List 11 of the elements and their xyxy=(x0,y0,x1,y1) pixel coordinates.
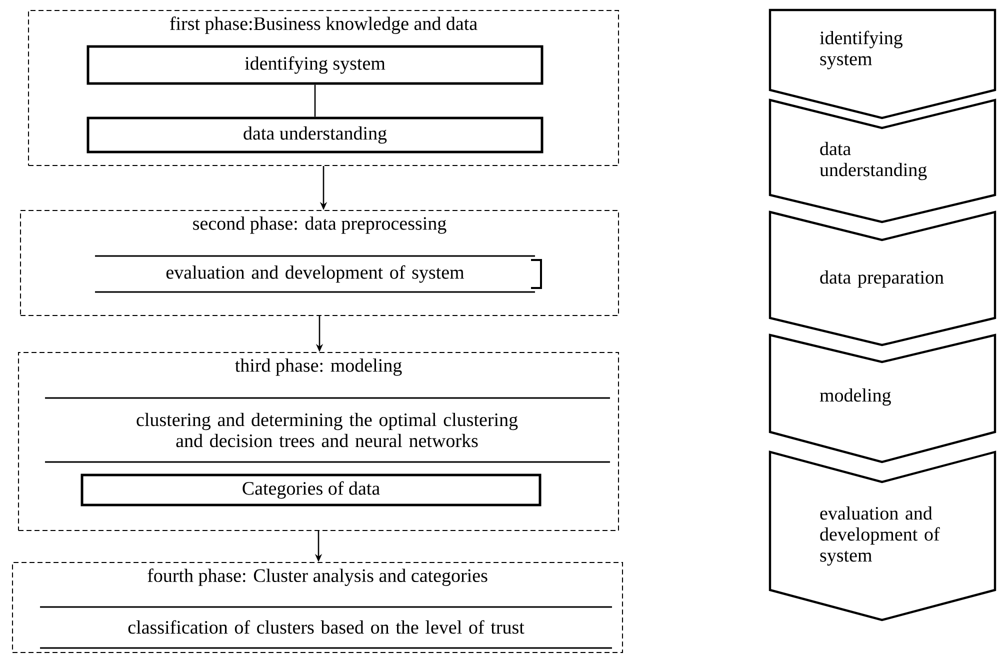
process-box: identifying system xyxy=(86,45,544,85)
process-step: data preparation xyxy=(768,210,996,346)
band: classification of clusters based on the level of trust xyxy=(40,606,612,649)
process-step: identifying system xyxy=(768,8,996,120)
process-step: data understanding xyxy=(768,98,996,224)
band: clustering and determining the optimal clustering and decision trees and neural networks xyxy=(45,397,610,463)
process-box: data understanding xyxy=(86,116,544,154)
process-step: modeling xyxy=(768,334,996,464)
process-box: Categories of data xyxy=(80,474,542,506)
band: evaluation and development of system xyxy=(95,255,542,293)
process-step: evaluation and development of system xyxy=(768,450,996,622)
